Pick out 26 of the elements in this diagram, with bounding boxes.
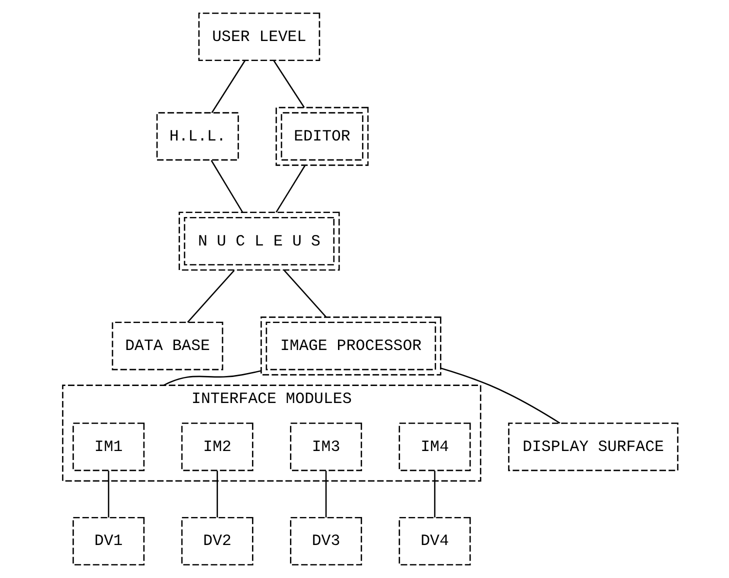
node-box: DV3 — [290, 516, 362, 566]
connector — [107, 470, 109, 518]
node-box: IM2 — [180, 422, 253, 472]
node-box: USER LEVEL — [198, 12, 320, 62]
connector — [434, 470, 435, 518]
node-box: N U C L E U S — [178, 212, 340, 271]
node-box: IM4 — [398, 422, 470, 472]
node-box: DATA BASE — [111, 322, 223, 370]
connector — [283, 270, 326, 318]
connector — [210, 160, 243, 212]
node-box: DV4 — [398, 516, 470, 566]
node-box: IMAGE PROCESSOR — [260, 316, 441, 376]
node-box: IM3 — [290, 422, 362, 472]
connector — [324, 470, 326, 518]
node-box: IM1 — [72, 422, 144, 472]
connector — [216, 470, 218, 518]
node-box: H.L.L. — [156, 112, 238, 161]
node-box: DISPLAY SURFACE — [508, 422, 678, 472]
connector — [440, 368, 560, 424]
connector — [272, 60, 304, 108]
connector — [186, 270, 234, 323]
node-box: DV2 — [180, 516, 253, 566]
connector — [210, 60, 245, 114]
connector — [275, 165, 305, 213]
node-box: EDITOR — [275, 106, 368, 166]
node-box: DV1 — [72, 516, 144, 566]
